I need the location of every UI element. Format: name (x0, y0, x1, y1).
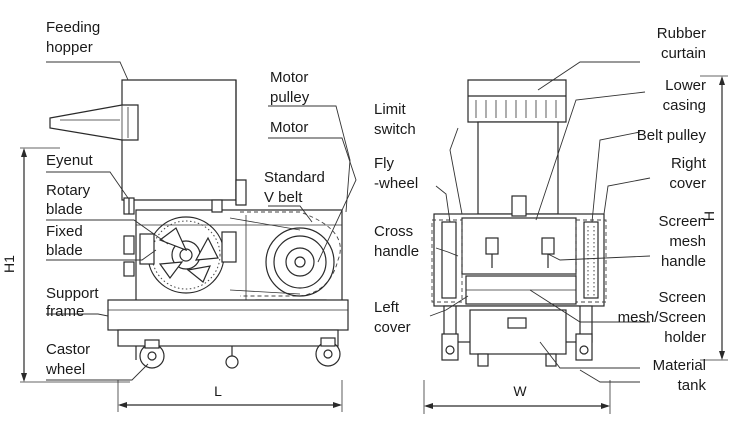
feeding-hopper (49, 79, 247, 206)
side-view-drawing (20, 61, 357, 412)
label-eyenut: Eyenut (46, 152, 94, 169)
castor-wheels-front (441, 333, 593, 367)
rotor-assembly (139, 216, 237, 294)
label-motor: Motor (270, 119, 308, 136)
dimension-h1: H1 (1, 255, 17, 273)
support-frame (107, 299, 349, 360)
belt-pulley-front (583, 221, 599, 299)
dimension-l: L (214, 383, 222, 399)
top-hopper-front (467, 79, 567, 215)
material-tank (443, 305, 593, 355)
dimension-w: W (513, 383, 527, 399)
label-fly-wheel: Fly-wheel (374, 155, 418, 192)
dimension-h: H (701, 211, 717, 221)
label-belt-pulley: Belt pulley (637, 127, 707, 144)
castor-wheels-side (139, 337, 341, 369)
front-view-drawing (423, 61, 728, 414)
